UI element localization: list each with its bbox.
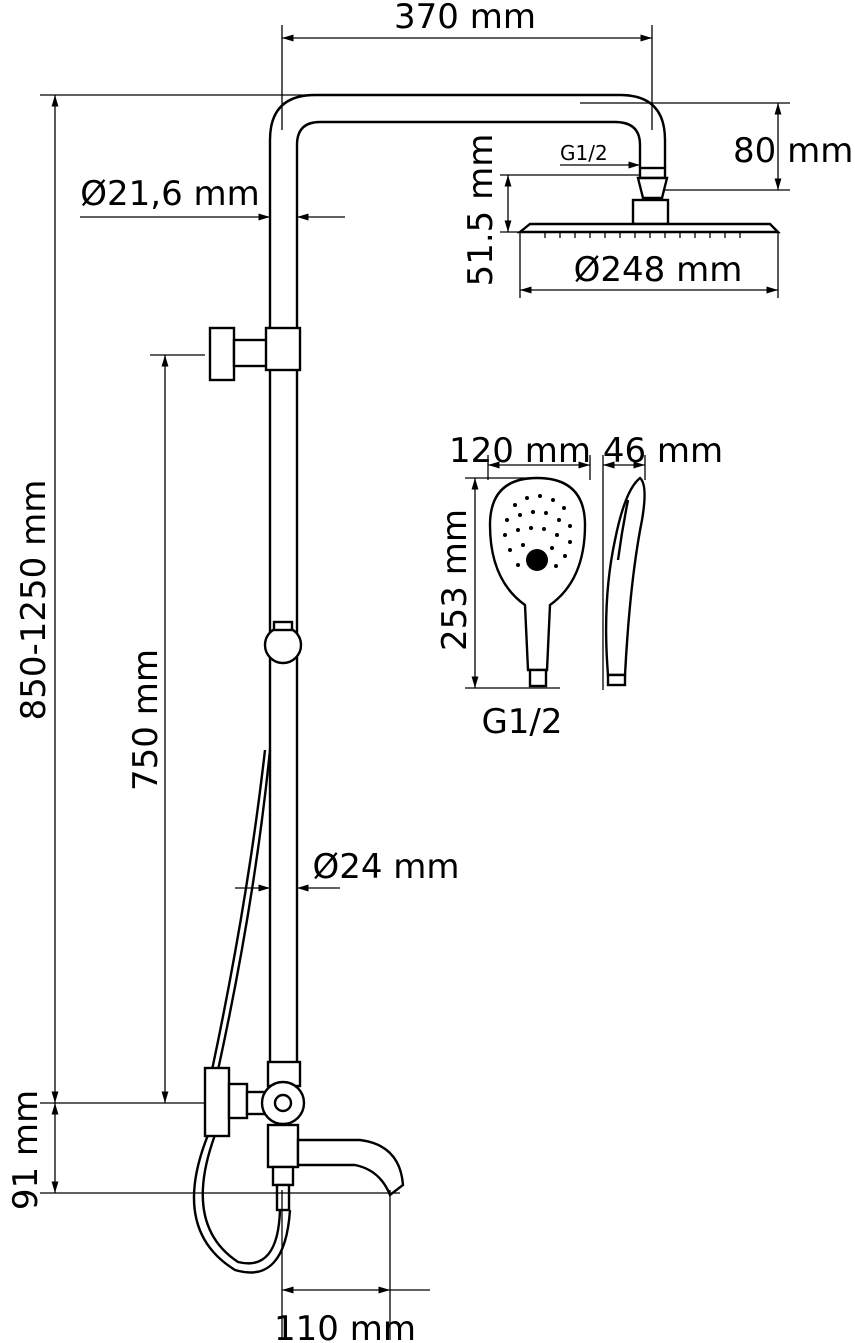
upper-holder <box>208 326 302 382</box>
label-hand-thread: G1/2 <box>481 702 562 742</box>
mixer <box>203 1060 405 1212</box>
label-lower-pipe-diameter: Ø24 mm <box>312 847 459 887</box>
hand-shower-side <box>604 476 646 687</box>
label-hand-length: 253 mm <box>435 509 475 651</box>
label-hand-width: 120 mm <box>449 431 591 471</box>
riser-pipe <box>268 93 667 1062</box>
label-spout-drop: 91 mm <box>6 1090 46 1210</box>
hose <box>192 749 292 1274</box>
label-head-thread: G1/2 <box>560 141 608 165</box>
label-spout-length: 110 mm <box>274 1309 416 1343</box>
label-hand-depth: 46 mm <box>603 431 723 471</box>
label-total-height: 850-1250 mm <box>14 480 54 721</box>
slider-holder <box>263 620 303 665</box>
dimension-lines <box>40 25 790 1340</box>
hand-shower-front <box>488 476 587 688</box>
overhead-shower-head <box>516 166 781 238</box>
label-upper-pipe-diameter: Ø21,6 mm <box>80 174 260 214</box>
label-top-arm-length: 370 mm <box>394 0 536 37</box>
label-head-height: 51.5 mm <box>461 134 501 287</box>
label-head-diameter: Ø248 mm <box>574 250 743 290</box>
label-head-drop: 80 mm <box>733 131 853 171</box>
label-slide-range: 750 mm <box>126 649 166 791</box>
